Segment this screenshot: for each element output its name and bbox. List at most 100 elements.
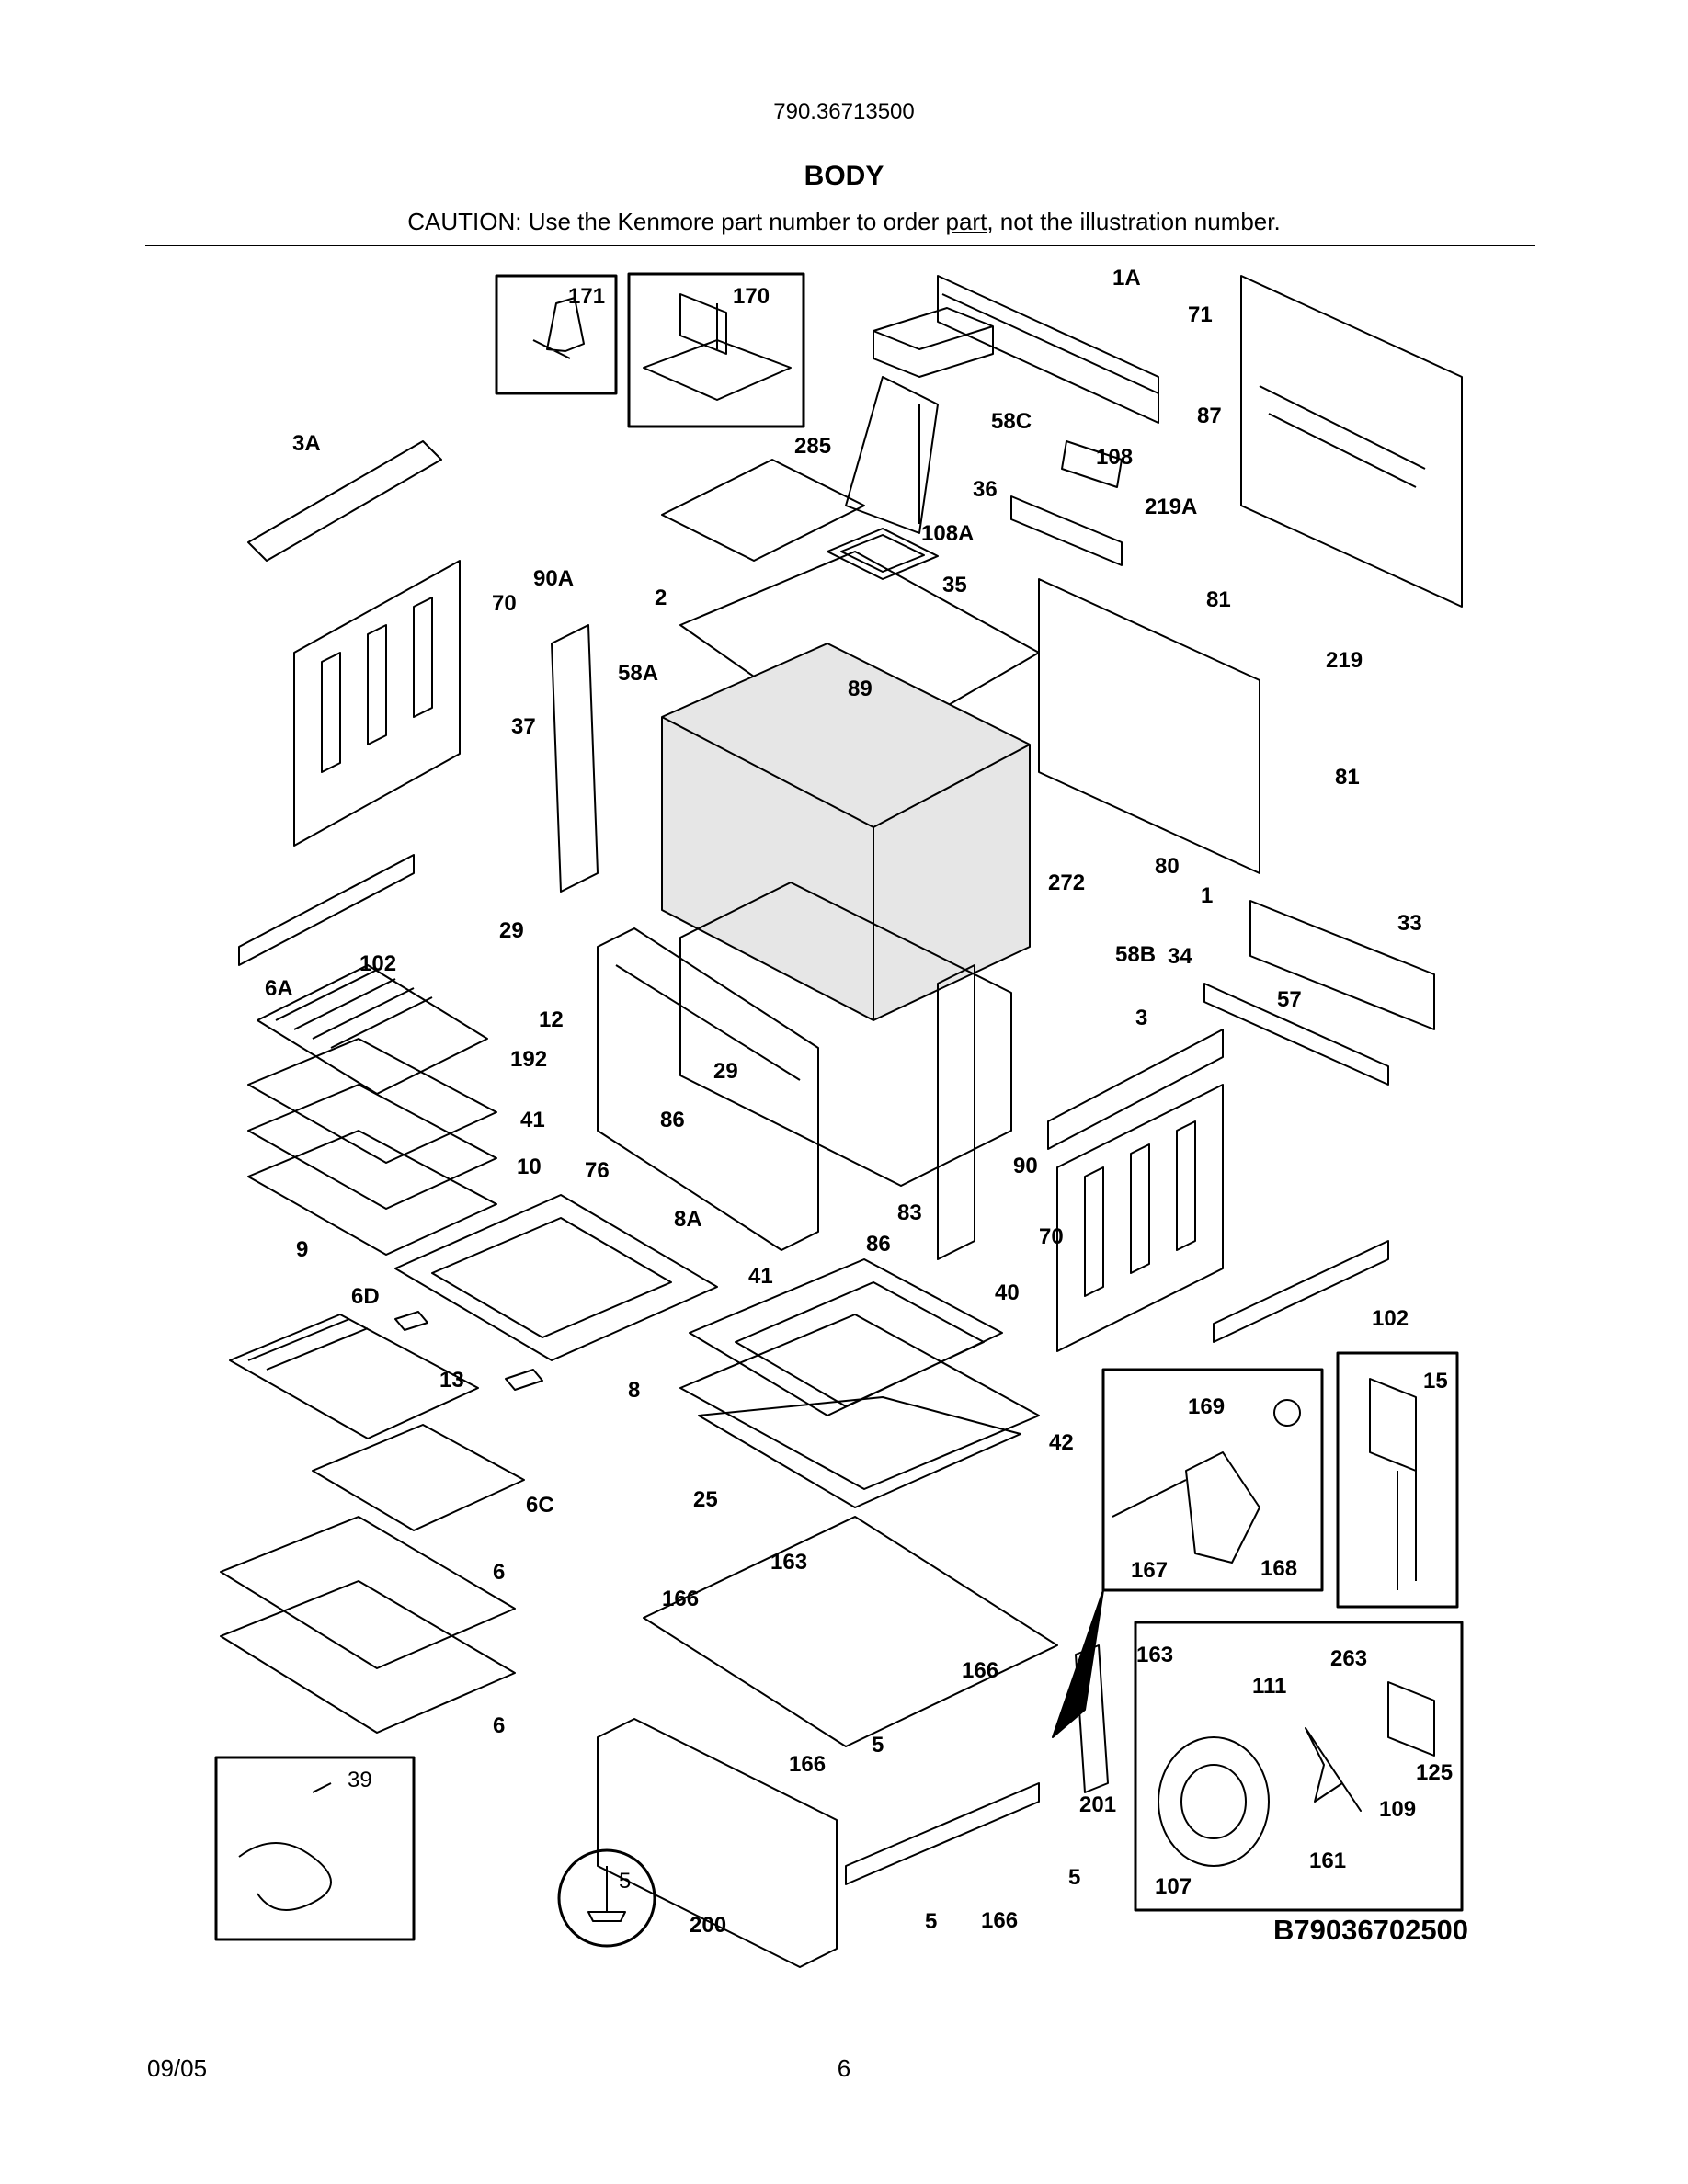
callout-81-upper: 81: [1206, 587, 1231, 612]
bracket-171-part: [532, 297, 585, 359]
callout-171: 171: [568, 284, 605, 309]
page-number: 6: [837, 2054, 851, 2082]
part-5-leveling-leg: [587, 1866, 626, 1922]
callout-8: 8: [628, 1378, 640, 1403]
callout-labels: 171 170 1A 71 58C 87 3A 285 108 36 219A …: [265, 266, 1468, 1946]
callout-163-left: 163: [770, 1550, 807, 1575]
part-285-sheet: [661, 459, 865, 562]
callout-76: 76: [585, 1158, 610, 1183]
part-109-fan-blade: [1305, 1727, 1362, 1812]
part-167-rod: [1112, 1479, 1187, 1518]
part-102-rail-left: [238, 854, 415, 966]
callout-192: 192: [510, 1047, 547, 1072]
part-6c-rack: [312, 1424, 525, 1531]
callout-169: 169: [1188, 1394, 1225, 1419]
inset-box-fan: [1134, 1621, 1464, 1912]
callout-10: 10: [517, 1155, 542, 1179]
caution-underlined-word: part: [945, 208, 987, 235]
part-36-duct: [845, 376, 939, 534]
part-58a-cabinet: [661, 643, 1031, 1021]
caution-prefix: CAUTION: Use the Kenmore part number to …: [407, 208, 946, 235]
callout-35: 35: [942, 573, 967, 597]
callout-167: 167: [1131, 1558, 1168, 1583]
callout-9: 9: [296, 1237, 308, 1262]
callout-58b: 58B: [1115, 942, 1156, 967]
footer-date: 09/05: [147, 2054, 208, 2082]
part-108a: [1010, 495, 1123, 566]
callout-5-right: 5: [1068, 1865, 1080, 1890]
callout-3a: 3A: [292, 431, 321, 456]
callout-41-upper: 41: [520, 1108, 545, 1132]
callout-125: 125: [1416, 1760, 1453, 1785]
callout-39: 39: [348, 1768, 372, 1792]
callout-6-upper: 6: [493, 1560, 505, 1585]
part-40-burner-box: [689, 1258, 1003, 1416]
part-1a-rail: [937, 275, 1159, 424]
part-200-front-frame: [597, 1718, 838, 1968]
inset-circle-leg: [557, 1848, 656, 1948]
part-6-rack-upper: [220, 1516, 516, 1669]
callout-2: 2: [655, 586, 667, 610]
callout-111: 111: [1252, 1674, 1286, 1699]
part-25-bottom-plate: [698, 1396, 1021, 1508]
part-3a-bracket: [247, 440, 442, 562]
part-108: [1061, 440, 1123, 488]
part-168-hinge: [1185, 1451, 1260, 1564]
callout-87: 87: [1197, 404, 1222, 428]
callout-5-bottom: 5: [925, 1909, 937, 1934]
callout-36: 36: [973, 477, 998, 502]
inset-box-15: [1336, 1351, 1459, 1609]
callout-168: 168: [1260, 1556, 1297, 1581]
part-6a-rack: [257, 964, 488, 1095]
callout-58a: 58A: [618, 661, 658, 686]
part-9-broiler-pan: [247, 1130, 497, 1256]
callout-1: 1: [1201, 883, 1213, 908]
callout-15: 15: [1423, 1369, 1448, 1393]
callout-58c: 58C: [991, 409, 1032, 434]
callout-12: 12: [539, 1007, 564, 1032]
callout-5-center: 5: [872, 1733, 884, 1757]
part-6-rack-lower: [220, 1580, 516, 1734]
callout-6c: 6C: [526, 1493, 554, 1518]
inset-box-hinge: [1101, 1368, 1324, 1592]
part-3-rail: [1047, 1029, 1224, 1150]
part-102-rail-right: [1213, 1240, 1389, 1343]
part-107-fan-cover: [1158, 1736, 1270, 1867]
callout-1a: 1A: [1112, 266, 1141, 290]
part-125-motor: [1387, 1681, 1435, 1757]
callout-33: 33: [1397, 911, 1422, 936]
callout-89: 89: [848, 677, 873, 701]
part-169-knob: [1273, 1399, 1301, 1427]
part-58c-box: [873, 307, 994, 378]
part-71-rear-panel: [1240, 275, 1463, 608]
callout-86-lower: 86: [866, 1232, 891, 1257]
callout-102-left: 102: [359, 951, 396, 976]
callout-263: 263: [1330, 1646, 1367, 1671]
part-192-pan: [247, 1038, 497, 1164]
callout-41-lower: 41: [748, 1264, 773, 1289]
callout-6-lower: 6: [493, 1713, 505, 1738]
callout-166-bottom: 166: [981, 1908, 1018, 1933]
callout-3: 3: [1135, 1006, 1147, 1030]
callout-107: 107: [1155, 1874, 1192, 1899]
part-13-clip: [394, 1311, 543, 1391]
callout-6d: 6D: [351, 1284, 380, 1309]
callout-71: 71: [1188, 302, 1213, 327]
callout-163-right: 163: [1136, 1643, 1173, 1667]
callout-6a: 6A: [265, 976, 293, 1001]
part-39-cord: [238, 1782, 332, 1911]
inset-box-39: [214, 1756, 416, 1941]
part-58b-liner: [679, 882, 1012, 1187]
part-70-side-panel-right: [1056, 1084, 1224, 1352]
callout-102-right: 102: [1372, 1306, 1409, 1331]
callout-25: 25: [693, 1487, 718, 1512]
part-6d-rack: [229, 1314, 479, 1439]
inset-box-170: [627, 272, 805, 428]
callout-83: 83: [897, 1200, 922, 1225]
part-70-side-panel-left: [293, 560, 461, 847]
section-title: BODY: [804, 161, 884, 191]
callout-42: 42: [1049, 1430, 1074, 1455]
callout-70-left: 70: [492, 591, 517, 616]
callout-108: 108: [1096, 445, 1133, 470]
